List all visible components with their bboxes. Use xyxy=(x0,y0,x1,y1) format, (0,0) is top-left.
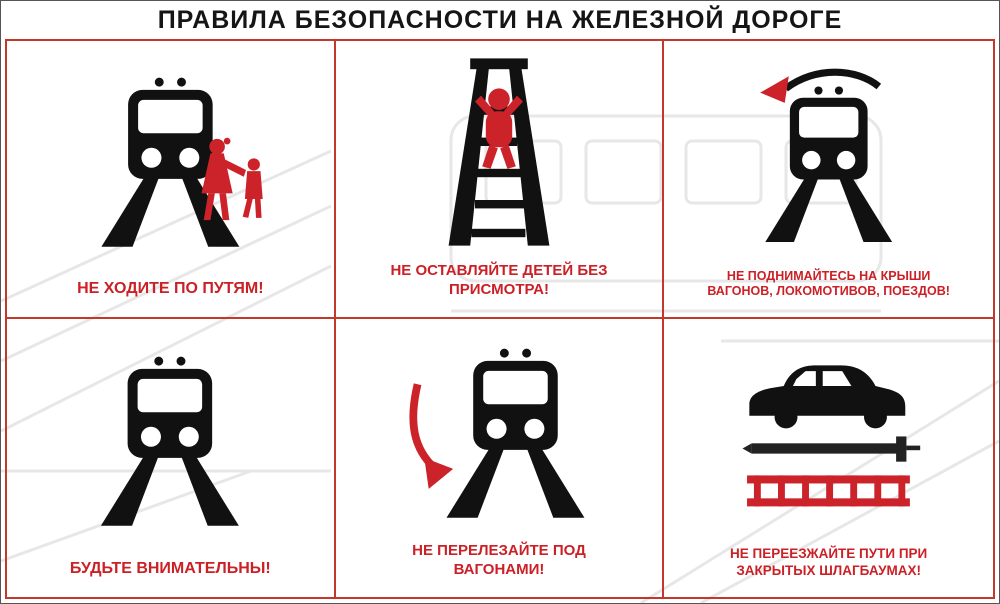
train-front-icon xyxy=(92,350,248,528)
panel-dont-climb-roofs: НЕ ПОДНИМАЙТЕСЬ НА КРЫШИ ВАГОНОВ, ЛОКОМО… xyxy=(664,41,993,319)
panel-iconbox xyxy=(672,325,985,540)
train-roof-arrow-icon xyxy=(760,68,893,242)
rules-grid: НЕ ХОДИТЕ ПО ПУТЯМ! xyxy=(5,39,995,599)
panel-caption: НЕ ПЕРЕЕЗЖАЙТЕ ПУТИ ПРИ ЗАКРЫТЫХ ШЛАГБАУ… xyxy=(730,546,928,578)
train-under-arrow-icon xyxy=(409,348,585,518)
panel-iconbox xyxy=(15,325,326,553)
panel-iconbox xyxy=(672,47,985,263)
panel-dont-crawl-under-wagons: НЕ ПЕРЕЛЕЗАЙТЕ ПОД ВАГОНАМИ! xyxy=(336,319,665,597)
panel-dont-cross-closed-barriers: НЕ ПЕРЕЕЗЖАЙТЕ ПУТИ ПРИ ЗАКРЫТЫХ ШЛАГБАУ… xyxy=(664,319,993,597)
panel-caption: НЕ ОСТАВЛЯЙТЕ ДЕТЕЙ БЕЗ ПРИСМОТРА! xyxy=(390,262,608,298)
panel-caption: НЕ ПОДНИМАЙТЕСЬ НА КРЫШИ ВАГОНОВ, ЛОКОМО… xyxy=(707,268,950,298)
panel-be-attentive: БУДЬТЕ ВНИМАТЕЛЬНЫ! xyxy=(7,319,336,597)
train-with-pedestrians-icon xyxy=(48,71,263,249)
panel-iconbox xyxy=(344,325,655,536)
panel-iconbox xyxy=(344,47,655,256)
panel-dont-leave-children: НЕ ОСТАВЛЯЙТЕ ДЕТЕЙ БЕЗ ПРИСМОТРА! xyxy=(335,41,665,319)
poster-title: ПРАВИЛА БЕЗОПАСНОСТИ НА ЖЕЛЕЗНОЙ ДОРОГЕ xyxy=(157,5,843,34)
panel-iconbox xyxy=(15,47,326,273)
panel-caption: НЕ ПЕРЕЛЕЗАЙТЕ ПОД ВАГОНАМИ! xyxy=(412,542,586,578)
child-on-ladder-icon xyxy=(448,58,550,246)
panel-caption: НЕ ХОДИТЕ ПО ПУТЯМ! xyxy=(77,280,264,298)
panel-dont-walk-on-tracks: НЕ ХОДИТЕ ПО ПУТЯМ! xyxy=(7,41,336,319)
panel-caption: БУДЬТЕ ВНИМАТЕЛЬНЫ! xyxy=(69,560,271,578)
car-and-barrier-icon xyxy=(742,364,921,506)
